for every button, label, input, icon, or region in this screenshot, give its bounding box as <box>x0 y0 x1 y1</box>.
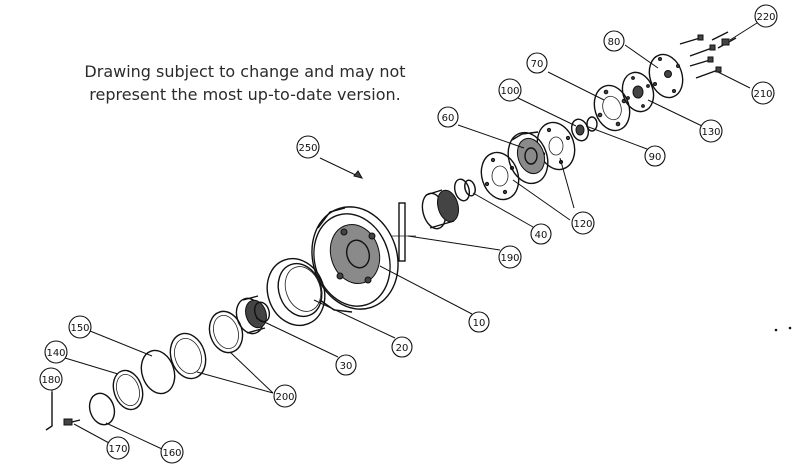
callout-80-label: 80 <box>608 37 621 48</box>
part-70-flange <box>593 84 631 132</box>
part-200-ring-a <box>208 310 244 354</box>
callout-20-label: 20 <box>396 343 409 354</box>
callout-90-label: 90 <box>649 152 662 163</box>
part-60-hub-housing <box>507 131 549 185</box>
leader-lines <box>51 22 758 450</box>
callout-250-label: 250 <box>298 143 317 154</box>
part-10-backing-plate <box>311 206 399 313</box>
callout-200: 200 <box>273 384 297 408</box>
part-210-bolts <box>679 34 722 79</box>
callout-170-label: 170 <box>108 444 127 455</box>
part-190-bracket <box>392 202 416 262</box>
part-150-snap-ring <box>140 349 176 395</box>
callout-60-label: 60 <box>442 113 455 124</box>
part-40-roller-bearing <box>421 178 476 230</box>
part-180-hook-pin <box>45 392 53 431</box>
disclaimer-line-1: Drawing subject to change and may not <box>84 62 406 81</box>
part-130-gasket <box>621 71 655 113</box>
callout-10-label: 10 <box>473 318 486 329</box>
stray-marks <box>774 326 792 332</box>
callout-30: 30 <box>335 354 357 376</box>
part-170-screw <box>63 418 81 426</box>
part-200-ring-b <box>169 332 207 380</box>
callout-250: 250 <box>296 135 320 159</box>
callout-160-label: 160 <box>162 448 181 459</box>
callout-40-label: 40 <box>535 230 548 241</box>
callout-150: 150 <box>68 315 92 339</box>
callout-20: 20 <box>391 336 413 358</box>
part-100-seal <box>570 116 598 142</box>
callout-160: 160 <box>160 440 184 464</box>
callout-130: 130 <box>699 119 723 143</box>
callout-210-label: 210 <box>753 89 772 100</box>
callout-210: 210 <box>751 81 775 105</box>
callout-80: 80 <box>603 30 625 52</box>
callout-120: 120 <box>571 211 595 235</box>
part-80-end-cover <box>648 53 684 99</box>
part-160-retaining-ring <box>88 392 116 426</box>
callout-70-label: 70 <box>531 59 544 70</box>
callout-180: 180 <box>39 367 63 391</box>
callout-100-label: 100 <box>500 86 519 97</box>
callout-140: 140 <box>44 340 68 364</box>
callout-190: 190 <box>498 245 522 269</box>
disclaimer-note: Drawing subject to change and may not re… <box>60 60 430 106</box>
callout-100: 100 <box>498 78 522 102</box>
part-220-fitting <box>711 31 737 49</box>
callout-10: 10 <box>468 311 490 333</box>
part-20-seal-ring <box>266 257 326 327</box>
callout-190-label: 190 <box>500 253 519 264</box>
callout-170: 170 <box>106 436 130 460</box>
callout-40: 40 <box>530 223 552 245</box>
callout-30-label: 30 <box>340 361 353 372</box>
disclaimer-line-2: represent the most up-to-date version. <box>89 85 401 104</box>
callout-220-label: 220 <box>756 12 775 23</box>
part-250-arrow <box>319 157 364 179</box>
callout-220: 220 <box>754 4 778 28</box>
callout-200-label: 200 <box>275 392 294 403</box>
callout-150-label: 150 <box>70 323 89 334</box>
callout-130-label: 130 <box>701 127 720 138</box>
part-140-washer <box>112 369 144 411</box>
callout-90: 90 <box>644 145 666 167</box>
callout-180-label: 180 <box>41 375 60 386</box>
callout-140-label: 140 <box>46 348 65 359</box>
callout-60: 60 <box>437 106 459 128</box>
callout-120-label: 120 <box>573 219 592 230</box>
callout-70: 70 <box>526 52 548 74</box>
